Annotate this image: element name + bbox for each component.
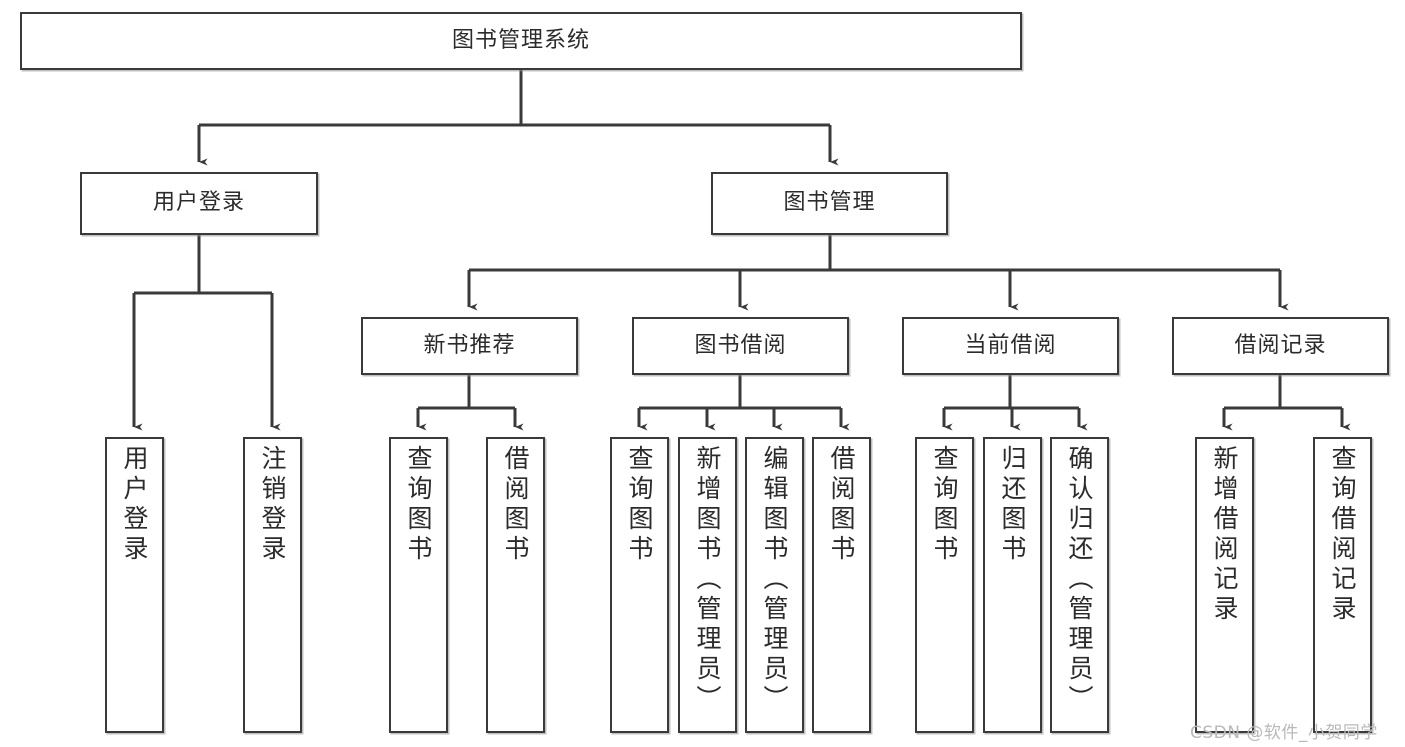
node-leaf-logout[interactable]: 注销登录 bbox=[243, 437, 302, 733]
node-user-login[interactable]: 用户登录 bbox=[80, 172, 318, 235]
node-borrow-record-label: 借阅记录 bbox=[1234, 332, 1327, 358]
node-leaf-query-book-1[interactable]: 查询图书 bbox=[389, 437, 448, 733]
node-borrow-record[interactable]: 借阅记录 bbox=[1172, 317, 1389, 375]
node-leaf-confirm-return-label: 确认归还（管理员） bbox=[1065, 445, 1094, 715]
node-leaf-query-book-3[interactable]: 查询图书 bbox=[915, 437, 974, 733]
node-book-borrow-label: 图书借阅 bbox=[694, 332, 787, 358]
node-leaf-query-book-3-label: 查询图书 bbox=[930, 445, 959, 565]
node-leaf-query-record[interactable]: 查询借阅记录 bbox=[1313, 437, 1372, 733]
node-leaf-edit-book-label: 编辑图书（管理员） bbox=[760, 445, 789, 715]
node-new-book-rec[interactable]: 新书推荐 bbox=[361, 317, 578, 375]
node-leaf-user-login[interactable]: 用户登录 bbox=[105, 437, 164, 733]
node-book-manage[interactable]: 图书管理 bbox=[711, 172, 948, 235]
node-root[interactable]: 图书管理系统 bbox=[20, 12, 1022, 70]
node-leaf-query-book-2[interactable]: 查询图书 bbox=[610, 437, 669, 733]
node-user-login-label: 用户登录 bbox=[152, 190, 245, 216]
node-leaf-logout-label: 注销登录 bbox=[258, 445, 287, 565]
node-root-label: 图书管理系统 bbox=[451, 27, 590, 53]
node-leaf-edit-book[interactable]: 编辑图书（管理员） bbox=[745, 437, 804, 733]
node-book-manage-label: 图书管理 bbox=[783, 190, 876, 216]
node-leaf-return-book-label: 归还图书 bbox=[998, 445, 1027, 565]
node-leaf-borrow-book-2[interactable]: 借阅图书 bbox=[812, 437, 871, 733]
node-current-borrow-label: 当前借阅 bbox=[964, 332, 1057, 358]
node-new-book-rec-label: 新书推荐 bbox=[423, 332, 516, 358]
node-leaf-borrow-book-1-label: 借阅图书 bbox=[501, 445, 530, 565]
node-leaf-borrow-book-1[interactable]: 借阅图书 bbox=[486, 437, 545, 733]
node-leaf-add-record-label: 新增借阅记录 bbox=[1210, 445, 1239, 625]
node-leaf-add-book-label: 新增图书（管理员） bbox=[693, 445, 722, 715]
node-leaf-return-book[interactable]: 归还图书 bbox=[983, 437, 1042, 733]
node-leaf-add-book[interactable]: 新增图书（管理员） bbox=[678, 437, 737, 733]
node-current-borrow[interactable]: 当前借阅 bbox=[902, 317, 1119, 375]
node-leaf-confirm-return[interactable]: 确认归还（管理员） bbox=[1050, 437, 1109, 733]
node-leaf-query-book-2-label: 查询图书 bbox=[625, 445, 654, 565]
csdn-watermark: CSDN @软件_小贺同学 bbox=[1190, 723, 1378, 743]
node-leaf-query-record-label: 查询借阅记录 bbox=[1328, 445, 1357, 625]
node-book-borrow[interactable]: 图书借阅 bbox=[632, 317, 849, 375]
node-leaf-user-login-label: 用户登录 bbox=[120, 445, 149, 565]
node-leaf-add-record[interactable]: 新增借阅记录 bbox=[1195, 437, 1254, 733]
node-leaf-borrow-book-2-label: 借阅图书 bbox=[827, 445, 856, 565]
node-leaf-query-book-1-label: 查询图书 bbox=[404, 445, 433, 565]
